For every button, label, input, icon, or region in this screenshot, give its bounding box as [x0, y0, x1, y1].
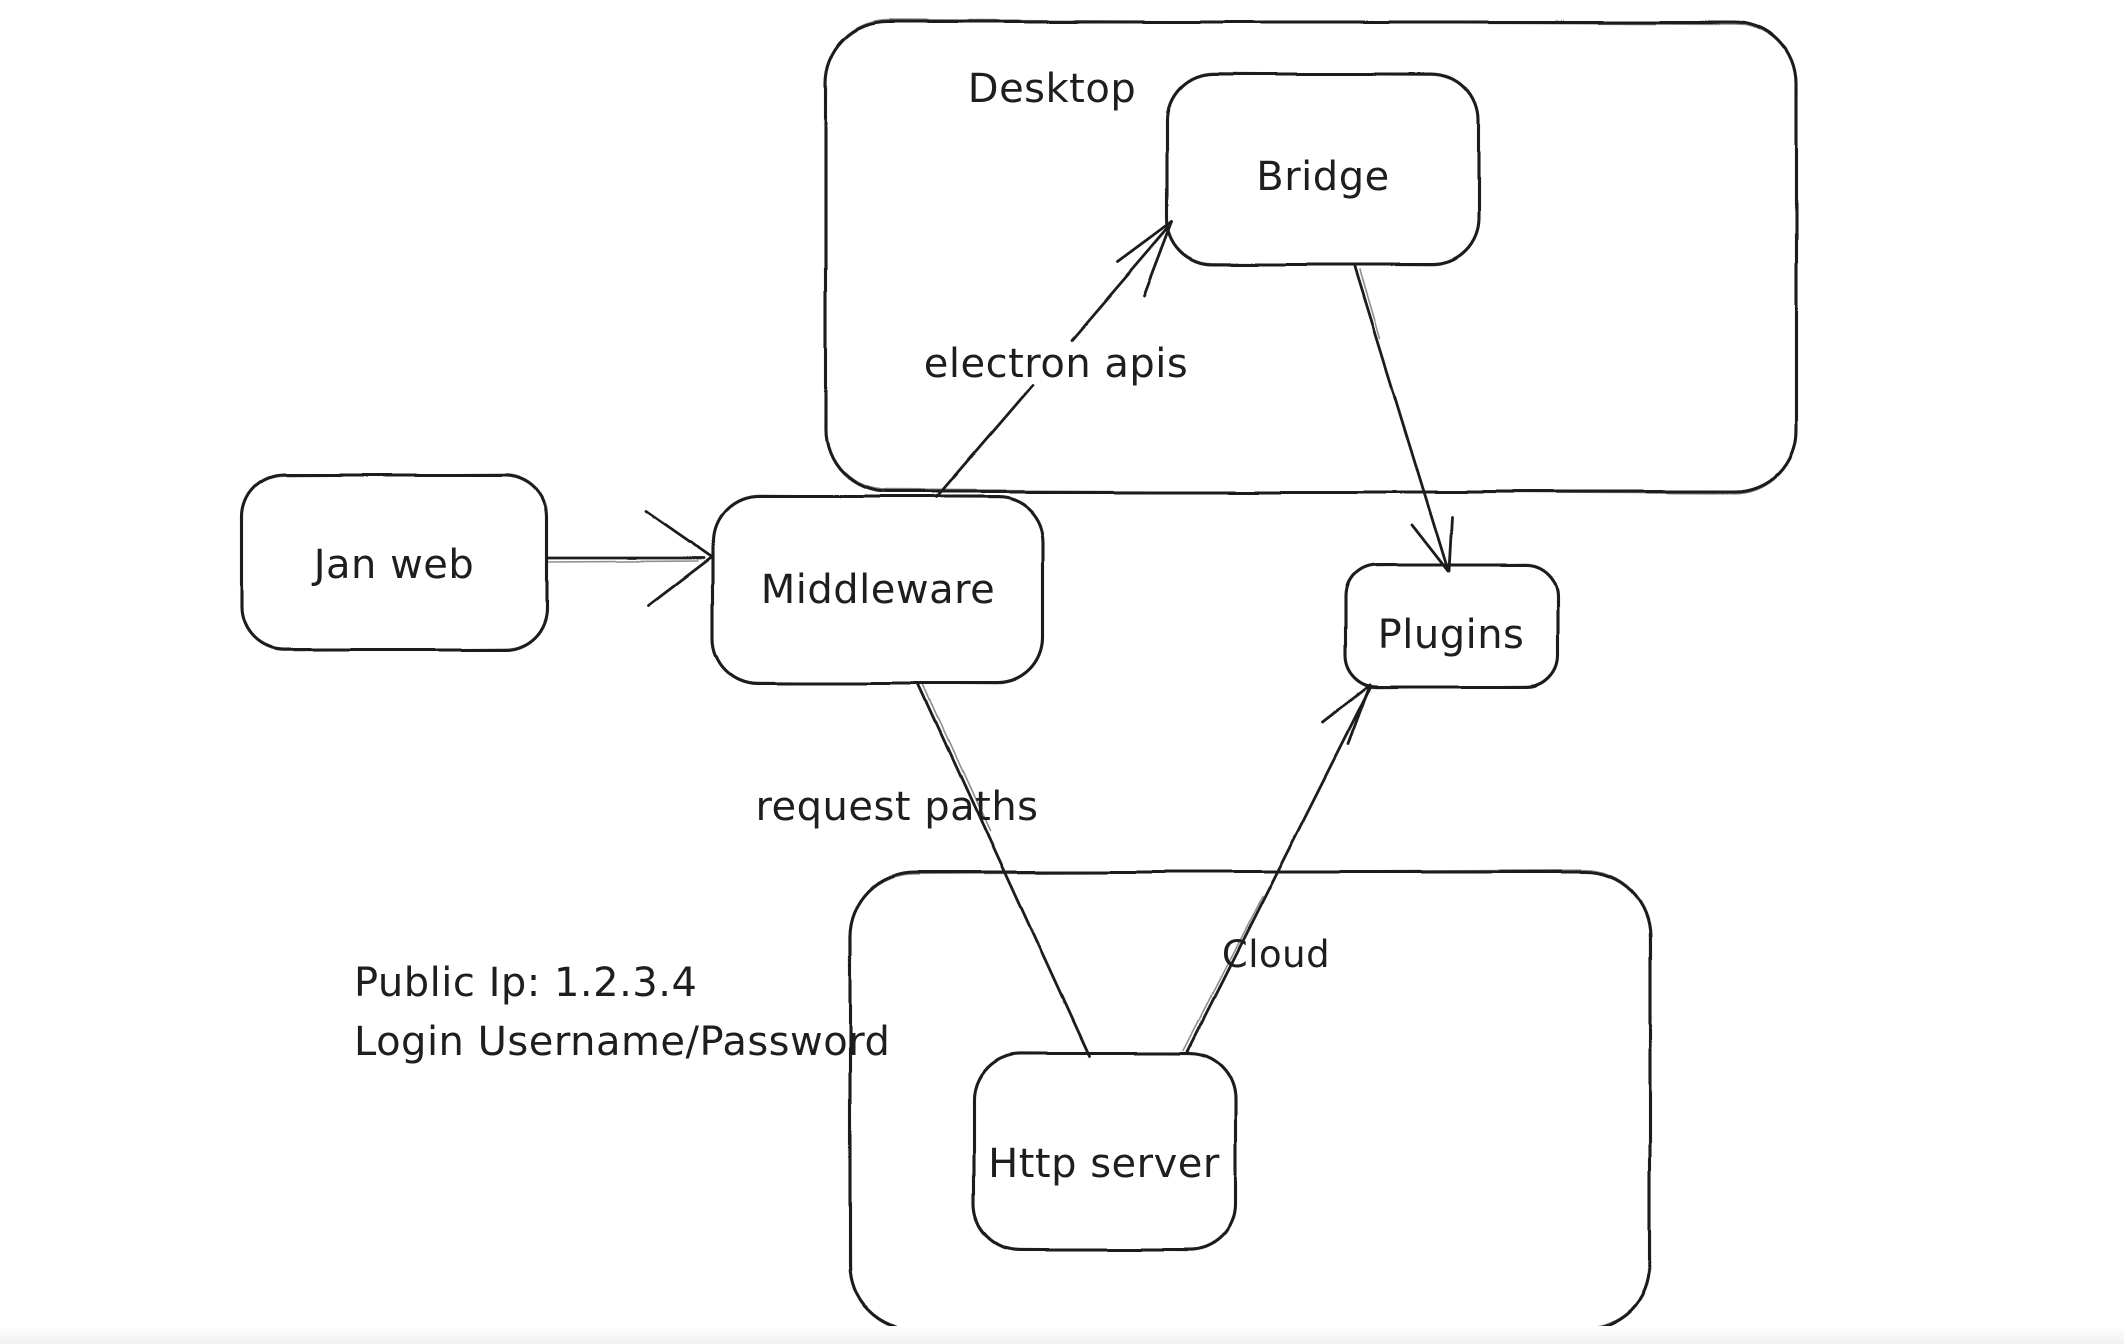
node-bridge-label: Bridge [1256, 154, 1389, 200]
node-jan-web-box-sketch-stroke [240, 472, 549, 652]
edge-label-request-paths: request paths [755, 784, 1038, 830]
edge-middleware-to-bridge-arrowhead [1116, 220, 1174, 264]
node-middleware-box-sketch-stroke [711, 495, 1045, 685]
edge-label-electron-apis: electron apis [924, 341, 1188, 387]
edge-middleware-to-http-server-line-sketch [923, 684, 991, 831]
edge-http-server-to-plugins-line [1184, 684, 1373, 1055]
cloud-container-label: Cloud [1222, 933, 1330, 976]
edge-bridge-to-plugins-arrowhead-2 [1447, 515, 1454, 573]
edge-middleware-to-bridge-line-upper [1070, 226, 1170, 342]
edge-http-server-to-plugins-line-sketch [1182, 896, 1263, 1051]
edge-http-server-to-plugins-arrowhead-2 [1346, 683, 1372, 746]
node-http-server-label: Http server [988, 1141, 1220, 1187]
desktop-container-label: Desktop [968, 66, 1136, 112]
node-http-server-box-sketch-stroke [972, 1051, 1237, 1252]
node-bridge-box-sketch-stroke [1165, 72, 1480, 267]
node-plugins-label: Plugins [1378, 612, 1525, 658]
edge-bridge-to-plugins-arrowhead [1410, 523, 1450, 573]
edge-jan-web-to-middleware-line-sketch [548, 560, 699, 563]
diagram-labels: Desktop Bridge Jan web Middleware Plugin… [311, 66, 1525, 1187]
annotation-public-ip: Public Ip: 1.2.3.4 [354, 960, 697, 1006]
node-middleware-label: Middleware [761, 567, 996, 613]
edge-middleware-to-http-server-line [917, 682, 1091, 1058]
desktop-container-box-sketch-stroke [824, 19, 1798, 495]
edge-http-server-to-plugins-arrowhead [1320, 683, 1372, 724]
edge-bridge-to-plugins-line [1353, 265, 1450, 572]
annotation-login-credentials: Login Username/Password [354, 1019, 890, 1065]
edge-bridge-to-plugins-line-sketch [1359, 269, 1381, 339]
node-jan-web-label: Jan web [311, 542, 475, 588]
edge-jan-web-to-middleware-arrowhead [644, 509, 714, 607]
edge-middleware-to-bridge-line-lower [934, 383, 1035, 500]
edge-middleware-to-bridge-arrowhead-2 [1142, 220, 1174, 298]
